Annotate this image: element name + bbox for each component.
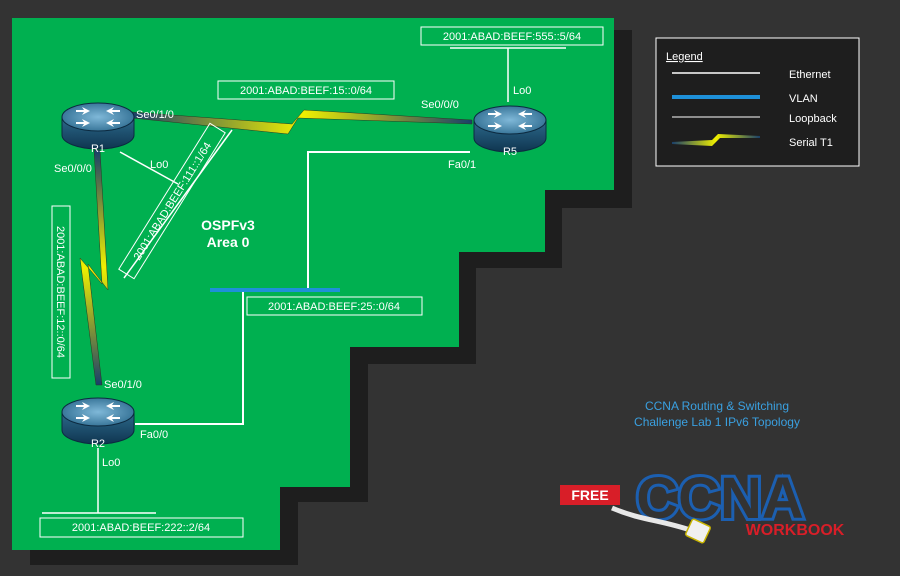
net-r2-lo-box: 2001:ABAD:BEEF:222::2/64 (39, 517, 244, 538)
r2-se010-label: Se0/1/0 (104, 379, 142, 391)
r2-lo0-label: Lo0 (102, 457, 120, 469)
serial-r1-r5 (131, 109, 473, 135)
logo-cable-icon (611, 505, 691, 533)
net-r1-r5-text: 2001:ABAD:BEEF:15::0/64 (240, 85, 372, 97)
legend-panel: Legend Ethernet VLAN Loopback Serial T1 (655, 37, 860, 167)
net-vlan-text: 2001:ABAD:BEEF:25::0/64 (268, 301, 400, 313)
legend-vlan-label: VLAN (789, 93, 818, 105)
legend-serial-label: Serial T1 (789, 137, 833, 149)
router-r1-label: R1 (91, 143, 105, 155)
router-r2-label: R2 (91, 438, 105, 450)
logo-ccna-text: CCNA (636, 466, 804, 531)
logo-workbook-text: WORKBOOK (746, 522, 845, 539)
caption-line2: Challenge Lab 1 IPv6 Topology (634, 415, 800, 429)
ospf-area-0 (12, 18, 614, 550)
r5-se000-label: Se0/0/0 (421, 99, 459, 111)
net-r1-r5-box: 2001:ABAD:BEEF:15::0/64 (217, 80, 395, 100)
caption-line1: CCNA Routing & Switching (645, 399, 789, 413)
area-name-line2: Area 0 (207, 234, 250, 250)
ethernet-r2-vlan (135, 290, 244, 425)
net-r1-r2-box: 2001:ABAD:BEEF:12::0/64 (51, 205, 71, 379)
r1-se000-label: Se0/0/0 (54, 163, 92, 175)
net-r5-lo-box: 2001:ABAD:BEEF:555::5/64 (420, 26, 604, 46)
r1-lo0-label: Lo0 (150, 159, 168, 171)
legend-loopback-label: Loopback (789, 113, 837, 125)
loopback-r1-base (123, 129, 233, 279)
net-r2-lo-text: 2001:ABAD:BEEF:222::2/64 (72, 522, 210, 534)
logo-rj45-icon (685, 518, 711, 544)
r5-fa01-label: Fa0/1 (448, 159, 476, 171)
r5-lo0-label: Lo0 (513, 85, 531, 97)
net-r5-lo-text: 2001:ABAD:BEEF:555::5/64 (443, 31, 581, 43)
net-r1-r2-text: 2001:ABAD:BEEF:12::0/64 (54, 226, 66, 358)
net-vlan-box: 2001:ABAD:BEEF:25::0/64 (246, 296, 423, 316)
r1-se010-label: Se0/1/0 (136, 109, 174, 121)
area-name-line1: OSPFv3 (201, 217, 255, 233)
loopback-r1-line (119, 151, 179, 185)
legend-serial-swatch (672, 134, 760, 146)
router-r5-label: R5 (503, 146, 517, 158)
free-ccna-workbook-logo: FREE CCNA CCNA WORKBOOK (560, 463, 845, 544)
legend-ethernet-label: Ethernet (789, 69, 831, 81)
legend-title: Legend (666, 51, 703, 63)
ethernet-r5-vlan (307, 151, 470, 290)
r2-fa00-label: Fa0/0 (140, 429, 168, 441)
serial-r1-r2 (79, 149, 109, 386)
logo-free-text: FREE (571, 487, 608, 503)
